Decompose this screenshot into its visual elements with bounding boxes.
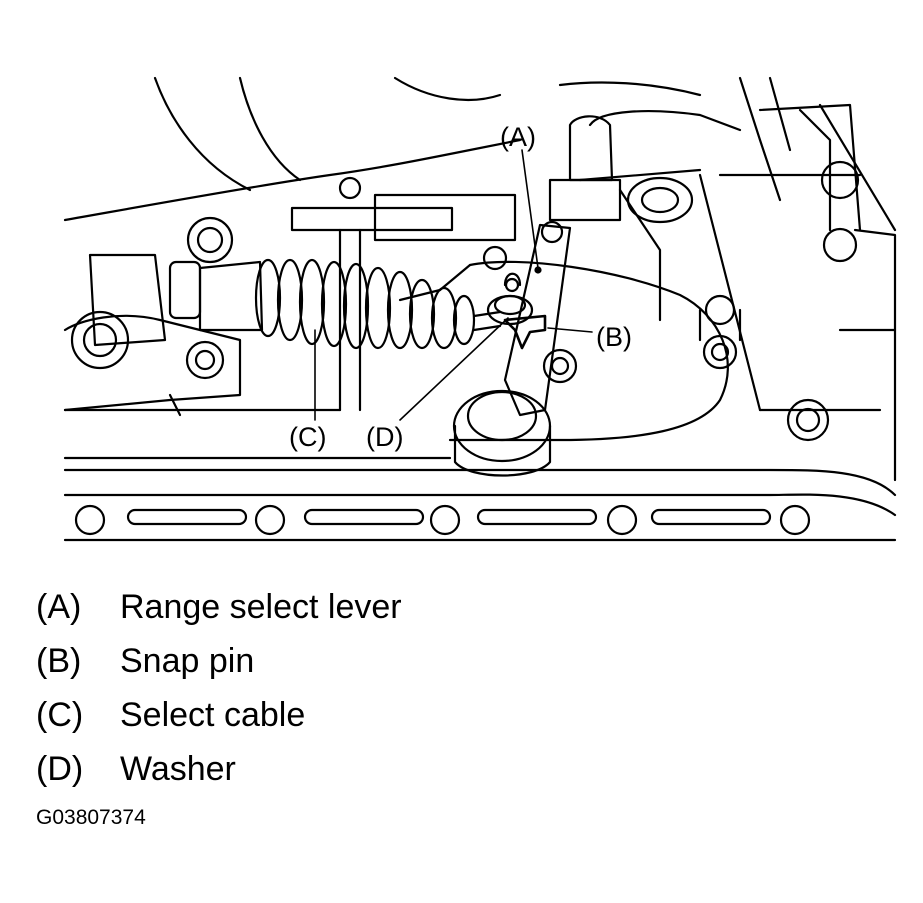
leader-lines bbox=[314, 149, 593, 421]
housing-boss bbox=[548, 110, 742, 322]
callout-d: (D) bbox=[366, 422, 403, 452]
legend-key: (D) bbox=[36, 749, 84, 788]
pin-assembly bbox=[486, 272, 547, 350]
pan-bolts bbox=[74, 504, 811, 536]
callout-b: (B) bbox=[596, 322, 632, 352]
figure-id: G03807374 bbox=[36, 806, 146, 829]
housing-bolts bbox=[482, 160, 860, 442]
range-select-lever bbox=[452, 220, 572, 477]
cover-plate bbox=[398, 260, 729, 442]
snap-pin-icon bbox=[503, 314, 547, 350]
transmission-diagram: (A) (B) (C) (D) bbox=[63, 76, 897, 542]
transmission-housing bbox=[63, 76, 897, 482]
callout-a: (A) bbox=[500, 122, 536, 152]
select-cable bbox=[168, 258, 502, 350]
cable-boot-bellows bbox=[254, 258, 476, 350]
bracket-plates bbox=[290, 176, 517, 412]
legend-key: (C) bbox=[36, 695, 84, 734]
legend-item-b: (B) Snap pin bbox=[36, 634, 736, 688]
parts-legend: (A) Range select lever (B) Snap pin (C) … bbox=[36, 580, 736, 796]
legend-text: Select cable bbox=[120, 695, 306, 734]
legend-item-a: (A) Range select lever bbox=[36, 580, 736, 634]
legend-key: (A) bbox=[36, 587, 82, 626]
legend-item-c: (C) Select cable bbox=[36, 688, 736, 742]
legend-text: Washer bbox=[120, 749, 236, 788]
cable-bracket bbox=[63, 216, 342, 417]
legend-text: Snap pin bbox=[120, 641, 255, 680]
oil-pan-flange bbox=[63, 456, 897, 542]
legend-item-d: (D) Washer bbox=[36, 742, 736, 796]
legend-text: Range select lever bbox=[120, 587, 402, 626]
callout-c: (C) bbox=[289, 422, 326, 452]
legend-key: (B) bbox=[36, 641, 82, 680]
pan-slots bbox=[126, 508, 772, 526]
